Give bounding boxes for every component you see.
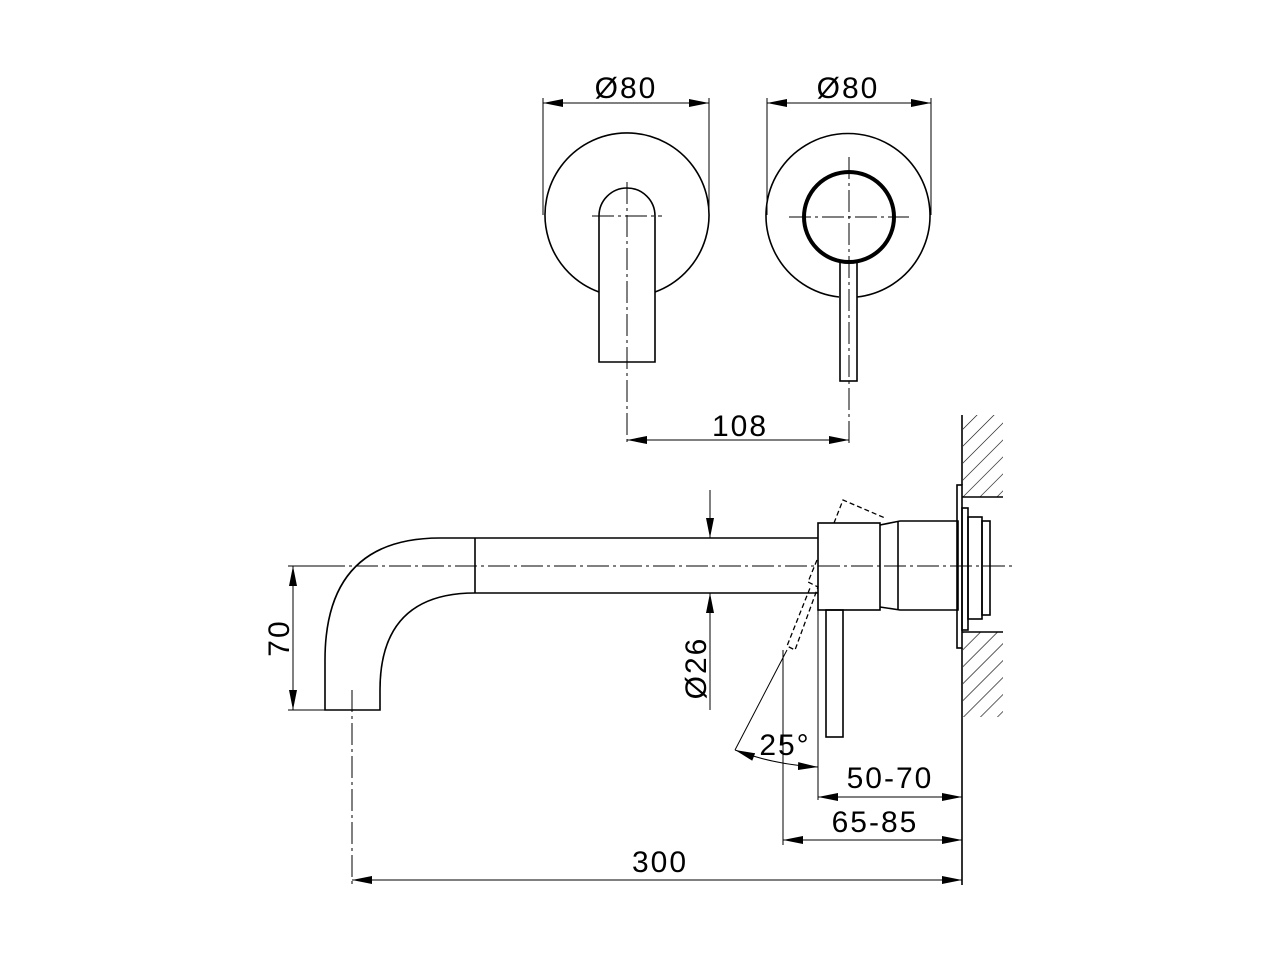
spout-height-label: 70 [263, 619, 296, 656]
right-diameter-label: Ø80 [817, 72, 880, 105]
side-view [290, 415, 1015, 885]
lever-angle-label: 25° [759, 729, 810, 762]
spout-projection-label: 300 [632, 846, 688, 879]
spout-diameter-label: Ø26 [680, 637, 713, 700]
center-distance-label: 108 [712, 410, 768, 443]
wall-depth-b-label: 65-85 [832, 806, 919, 839]
left-diameter-label: Ø80 [595, 72, 658, 105]
wall-depth-a-label: 50-70 [847, 762, 934, 795]
front-view-mixer: Ø80 [765, 72, 932, 445]
front-view-spout: Ø80 [542, 72, 710, 445]
